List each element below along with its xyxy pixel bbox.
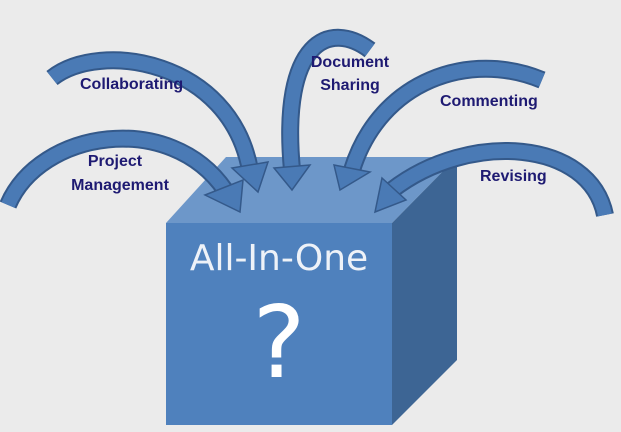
label-document-sharing-line1: Document — [310, 54, 390, 71]
arrowhead-project-management — [203, 178, 244, 214]
arrowhead-revising — [373, 176, 408, 214]
label-revising: Revising — [480, 168, 547, 185]
cube-title: All-In-One — [189, 238, 369, 279]
arrowhead-document-sharing — [272, 164, 312, 192]
arrowheads — [203, 161, 408, 214]
cube-front-face — [166, 223, 392, 425]
question-mark-icon: ? — [252, 284, 306, 401]
cube-right-face — [392, 157, 457, 425]
label-commenting: Commenting — [440, 93, 538, 110]
label-collaborating: Collaborating — [80, 76, 184, 93]
label-project-management-line2: Management — [71, 177, 169, 194]
arrowhead-collaborating — [230, 161, 270, 194]
arrowhead-commenting — [332, 164, 373, 192]
label-document-sharing-line2: Sharing — [320, 77, 380, 94]
label-project-management-line1: Project — [87, 153, 143, 170]
